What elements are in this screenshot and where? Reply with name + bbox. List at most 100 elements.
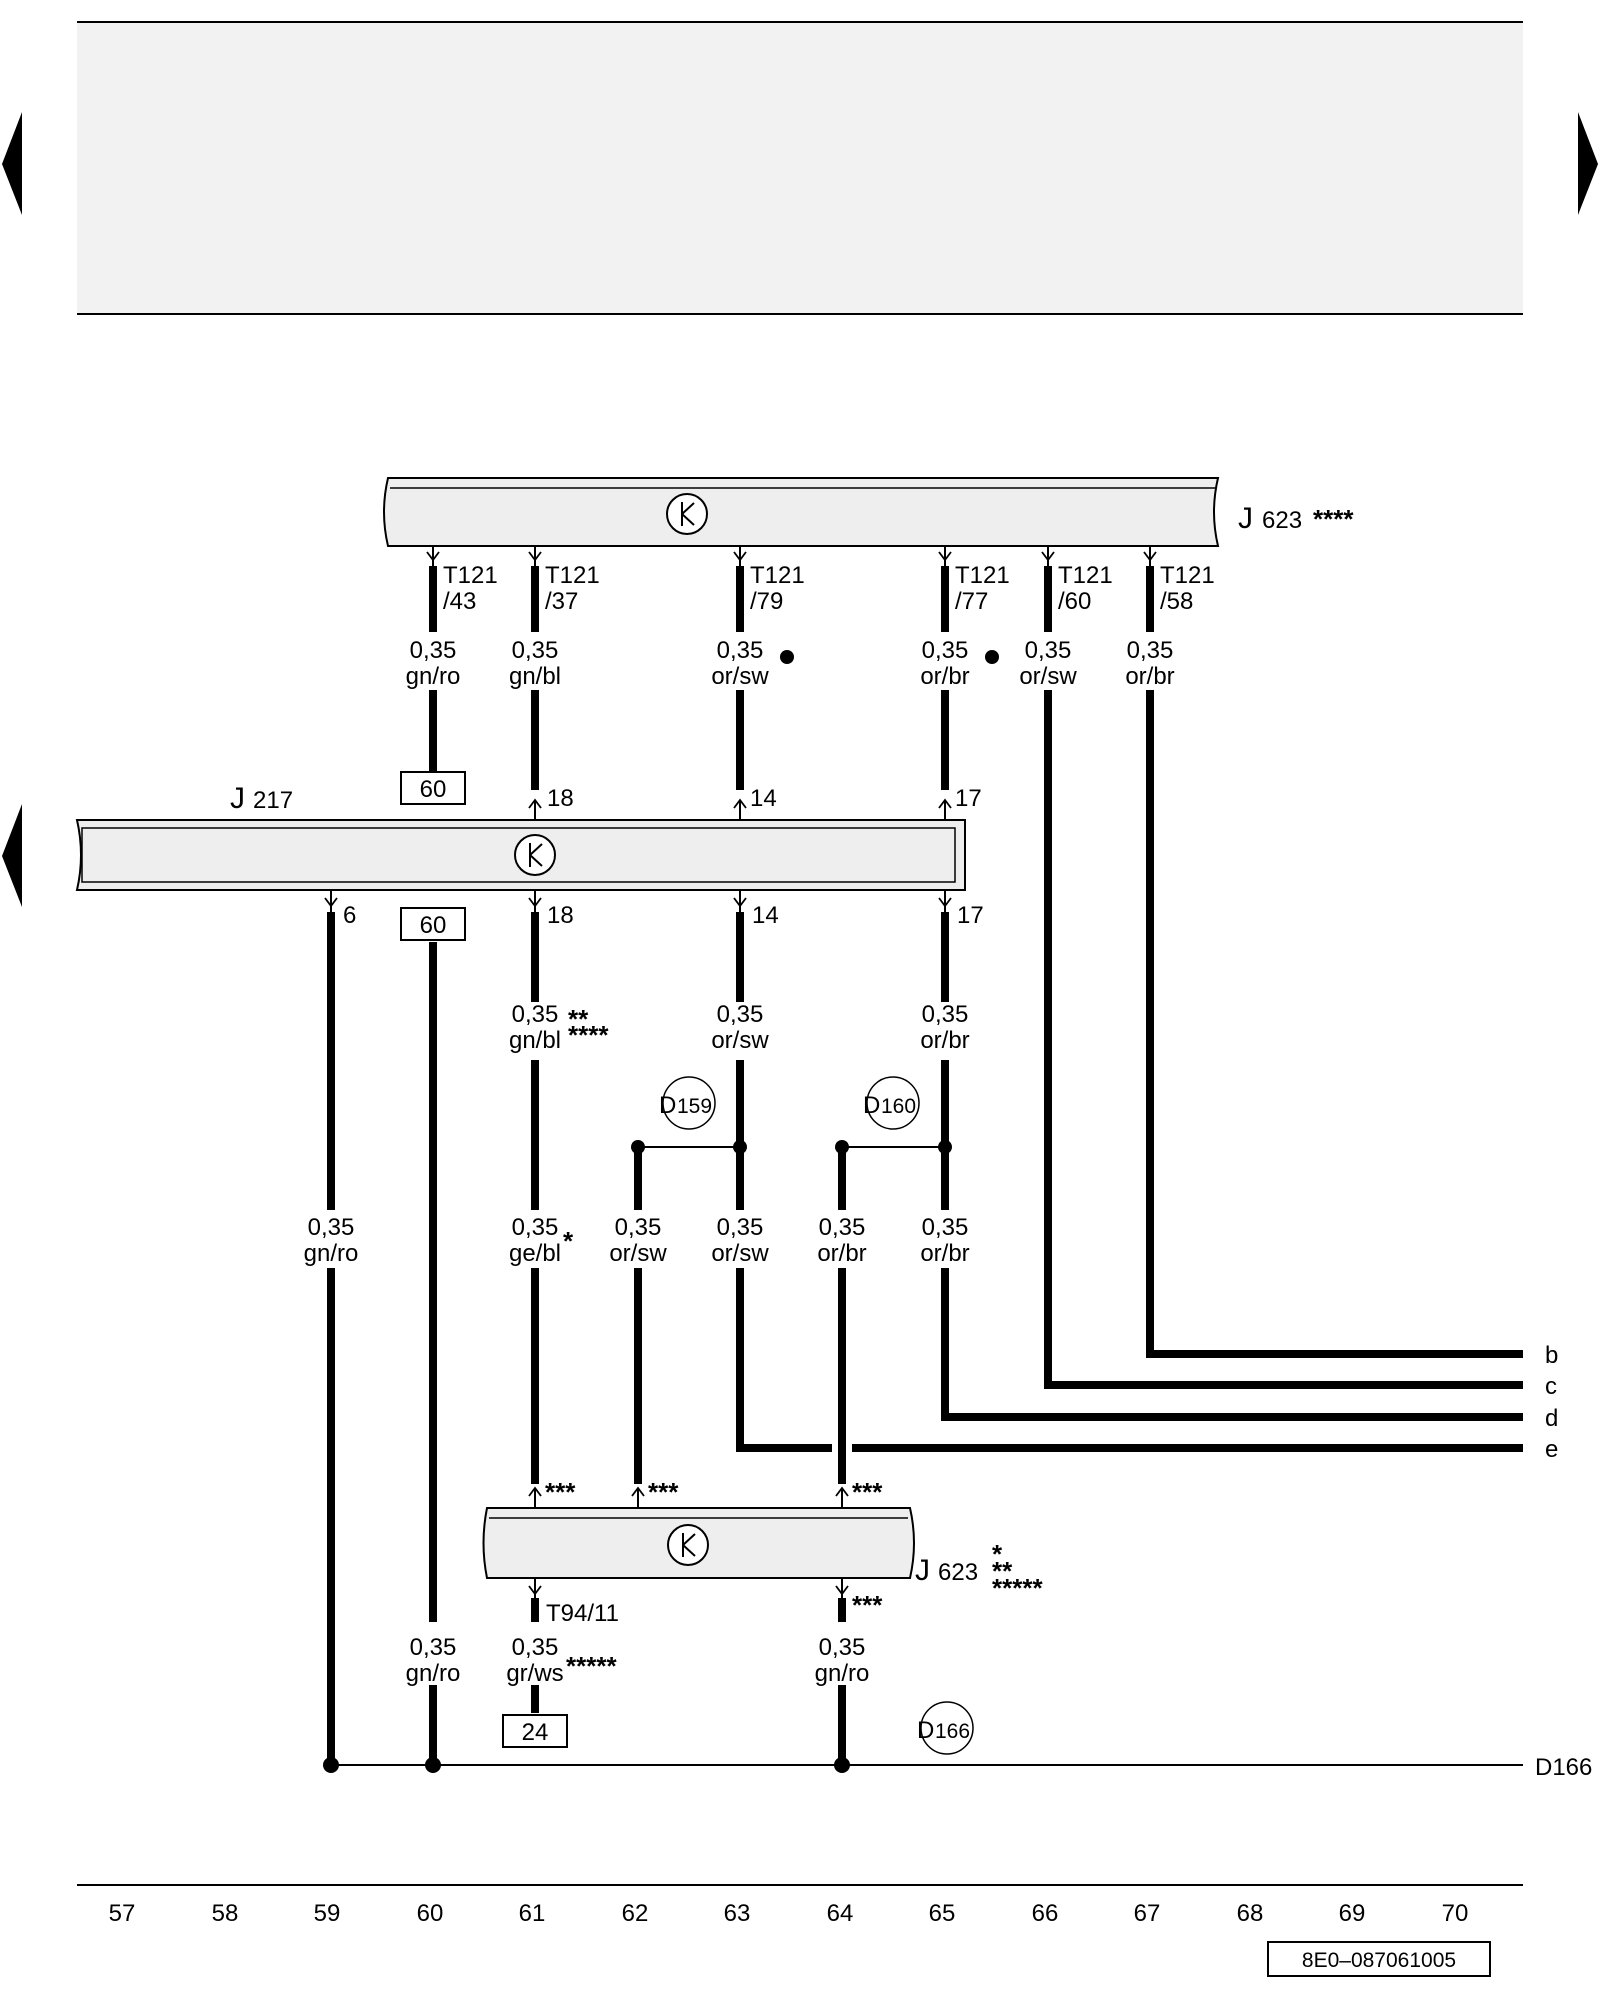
svg-text:T121: T121 — [955, 562, 1010, 589]
svg-text:70: 70 — [1442, 1900, 1469, 1927]
svg-text:0,35: 0,35 — [512, 1214, 559, 1241]
svg-text:0,35: 0,35 — [1127, 637, 1174, 664]
svg-text:gr/ws: gr/ws — [506, 1660, 563, 1687]
svg-text:63: 63 — [724, 1900, 751, 1927]
svg-text:62: 62 — [622, 1900, 649, 1927]
svg-text:0,35: 0,35 — [922, 1001, 969, 1028]
svg-text:14: 14 — [752, 902, 779, 929]
svg-text:D: D — [659, 1092, 676, 1119]
prev-section-arrow-icon[interactable] — [2, 804, 22, 907]
control-unit-symbol-icon — [514, 834, 556, 876]
svg-text:0,35: 0,35 — [308, 1214, 355, 1241]
svg-text:T121: T121 — [1058, 562, 1113, 589]
j217-pin-labels: 18 14 17 6 18 14 17 — [343, 785, 984, 929]
svg-text:60: 60 — [420, 912, 447, 939]
svg-text:or/sw: or/sw — [711, 663, 769, 690]
svg-text:T121: T121 — [750, 562, 805, 589]
junction-dots — [323, 650, 999, 1773]
svg-text:/77: /77 — [955, 588, 988, 615]
svg-text:61: 61 — [519, 1900, 546, 1927]
j623-top-stars: **** — [1313, 504, 1354, 534]
svg-text:0,35: 0,35 — [512, 637, 559, 664]
ref-box-60-top[interactable]: 60 — [400, 771, 466, 805]
svg-text:0,35: 0,35 — [922, 637, 969, 664]
j217-number: 217 — [253, 787, 293, 814]
svg-text:0,35: 0,35 — [819, 1214, 866, 1241]
splice-d166[interactable]: D 166 — [917, 1701, 974, 1755]
mid-wire-stars-a: ** — [568, 1004, 589, 1034]
connector-chevrons — [324, 551, 1157, 1596]
splice-d159[interactable]: D 159 — [659, 1076, 716, 1130]
svg-text:T121: T121 — [443, 562, 498, 589]
document-code: 8E0–087061005 — [1267, 1941, 1491, 1977]
svg-text:65: 65 — [929, 1900, 956, 1927]
svg-text:or/br: or/br — [817, 1240, 866, 1267]
svg-text:0,35: 0,35 — [717, 1001, 764, 1028]
svg-text:or/br: or/br — [920, 1240, 969, 1267]
svg-text:T121: T121 — [1160, 562, 1215, 589]
svg-text:/60: /60 — [1058, 588, 1091, 615]
svg-text:60: 60 — [417, 1900, 444, 1927]
svg-text:or/br: or/br — [920, 1027, 969, 1054]
header-panel — [77, 22, 1523, 314]
svg-text:0,35: 0,35 — [615, 1214, 662, 1241]
svg-text:D: D — [917, 1717, 934, 1744]
svg-text:or/sw: or/sw — [711, 1027, 769, 1054]
connection-c: c — [1545, 1373, 1557, 1400]
svg-text:gn/ro: gn/ro — [406, 1660, 461, 1687]
svg-text:64: 64 — [827, 1900, 854, 1927]
gr-ws-stars: ***** — [566, 1651, 617, 1681]
top-wire-labels: 0,35 gn/ro 0,35 gn/bl 0,35 or/sw 0,35 or… — [398, 632, 1185, 690]
svg-text:0,35: 0,35 — [717, 1214, 764, 1241]
svg-text:or/br: or/br — [1125, 663, 1174, 690]
svg-text:***: *** — [648, 1477, 679, 1507]
next-page-arrow-icon[interactable] — [1578, 112, 1598, 215]
svg-text:gn/ro: gn/ro — [815, 1660, 870, 1687]
j623-bottom-letter: J — [915, 1554, 930, 1587]
svg-text:/37: /37 — [545, 588, 578, 615]
ground-label: D166 — [1535, 1754, 1592, 1781]
connection-d: d — [1545, 1405, 1558, 1432]
j623-bottom-stars-1: * — [992, 1539, 1003, 1569]
svg-text:***: *** — [852, 1590, 883, 1620]
svg-text:0,35: 0,35 — [410, 637, 457, 664]
svg-text:59: 59 — [314, 1900, 341, 1927]
svg-text:0,35: 0,35 — [1025, 637, 1072, 664]
svg-text:or/sw: or/sw — [1019, 663, 1077, 690]
svg-text:/79: /79 — [750, 588, 783, 615]
svg-text:or/sw: or/sw — [711, 1240, 769, 1267]
prev-page-arrow-icon[interactable] — [2, 112, 22, 215]
svg-text:17: 17 — [955, 785, 982, 812]
svg-text:18: 18 — [547, 785, 574, 812]
connection-b: b — [1545, 1342, 1558, 1369]
splice-d160[interactable]: D 160 — [863, 1076, 920, 1130]
svg-text:60: 60 — [420, 776, 447, 803]
top-pin-labels: T121 /43 T121 /37 T121 /79 T121 /77 T121… — [443, 562, 1215, 615]
j623-top-letter: J — [1238, 502, 1253, 535]
svg-text:6: 6 — [343, 902, 356, 929]
connection-labels: b c d e — [1545, 1342, 1558, 1463]
column-ruler: 57 58 59 60 61 62 63 64 65 66 67 68 69 7… — [109, 1900, 1469, 1927]
svg-text:gn/ro: gn/ro — [304, 1240, 359, 1267]
ref-box-60-bottom[interactable]: 60 — [400, 907, 466, 941]
svg-text:gn/bl: gn/bl — [509, 663, 561, 690]
svg-text:0,35: 0,35 — [922, 1214, 969, 1241]
j217-letter: J — [230, 782, 245, 815]
mid-wire-labels: 0,35 gn/bl 0,35 or/sw 0,35 or/br — [500, 1001, 980, 1060]
svg-text:67: 67 — [1134, 1900, 1161, 1927]
svg-text:***: *** — [545, 1477, 576, 1507]
j623-bottom-stars-3: ***** — [992, 1573, 1043, 1603]
svg-text:58: 58 — [212, 1900, 239, 1927]
svg-text:***: *** — [852, 1477, 883, 1507]
component-j623-top: J 623 **** — [383, 477, 1354, 547]
wires — [327, 566, 1523, 1765]
svg-text:ge/bl: ge/bl — [509, 1240, 561, 1267]
svg-text:8E0–087061005: 8E0–087061005 — [1302, 1949, 1456, 1972]
svg-text:/43: /43 — [443, 588, 476, 615]
ref-box-24[interactable]: 24 — [502, 1714, 568, 1748]
svg-text:24: 24 — [522, 1719, 549, 1746]
svg-text:0,35: 0,35 — [819, 1634, 866, 1661]
svg-text:gn/bl: gn/bl — [509, 1027, 561, 1054]
component-j623-bottom: J 623 * ** ***** — [482, 1507, 1043, 1603]
